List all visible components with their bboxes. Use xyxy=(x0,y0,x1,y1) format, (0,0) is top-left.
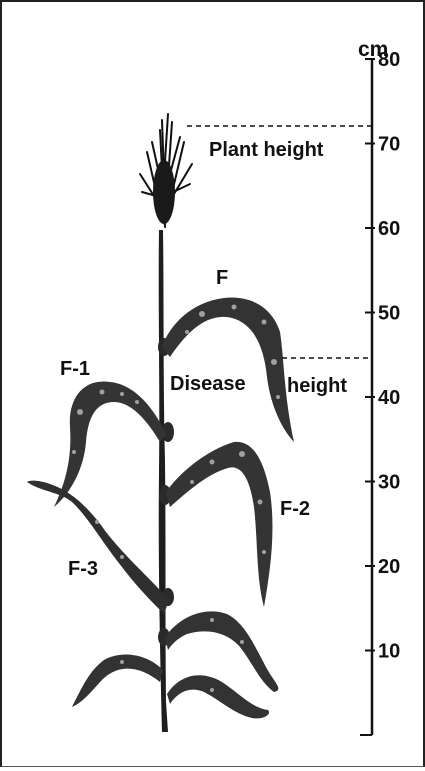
scale-tick-label: 70 xyxy=(378,134,400,156)
stem xyxy=(159,230,168,732)
scale-tick-label: 40 xyxy=(378,387,400,409)
scale-tick-label: 10 xyxy=(378,641,400,663)
leaf-f3 xyxy=(27,481,169,614)
disease-label: Disease xyxy=(170,373,246,395)
leaf-label-f: F xyxy=(216,267,228,289)
leaf-f1 xyxy=(54,382,166,507)
scale-tick-label: 50 xyxy=(378,303,400,325)
height-scale: cm 908070605040302010 xyxy=(358,2,400,735)
leaf-flag xyxy=(162,298,294,442)
leaf-label-f3: F-3 xyxy=(68,558,98,580)
height-label: height xyxy=(287,375,347,397)
scale-tick-label: 20 xyxy=(378,556,400,578)
leaf-label-f2: F-2 xyxy=(280,498,310,520)
scale-ticks: 908070605040302010 xyxy=(365,2,400,663)
leaf-label-f1: F-1 xyxy=(60,358,90,380)
plant-height-label: Plant height xyxy=(209,139,324,161)
leaf-lowest-left xyxy=(72,655,163,707)
wheat-plant xyxy=(27,114,294,732)
leaf-f2 xyxy=(166,442,272,607)
scale-tick-label: 60 xyxy=(378,218,400,240)
wheat-spike xyxy=(153,160,175,224)
scale-tick-label: 80 xyxy=(378,49,400,71)
scale-tick-label: 30 xyxy=(378,472,400,494)
leaf-lowest-right xyxy=(167,675,269,718)
